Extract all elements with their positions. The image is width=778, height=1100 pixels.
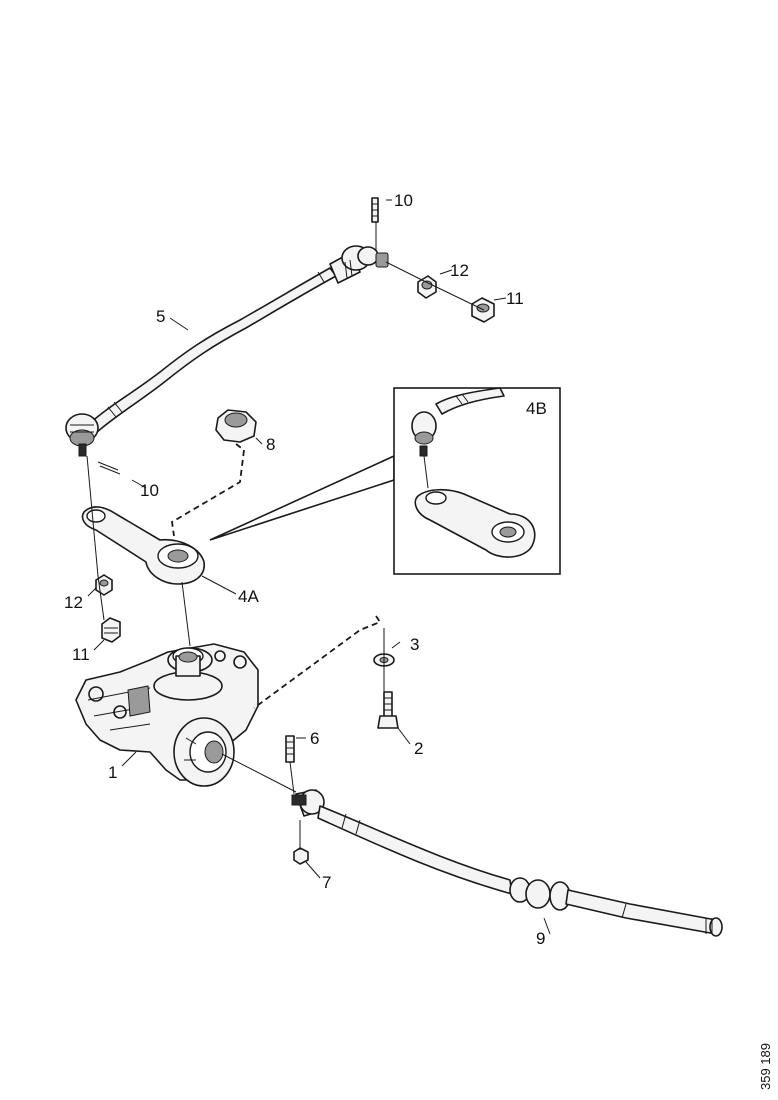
assembly-lines — [86, 222, 485, 850]
cotter-pin-10-mid — [97, 461, 121, 475]
nut-11-left — [101, 617, 121, 643]
nut-7 — [293, 847, 309, 865]
drag-link — [65, 245, 389, 457]
nut-8 — [215, 409, 257, 443]
callout-12-left: 12 — [64, 593, 83, 612]
steering-shaft — [291, 789, 723, 937]
inset-detail-4b — [209, 387, 561, 575]
pitman-arm — [81, 506, 205, 585]
washer-12-top — [417, 275, 437, 299]
callout-12-top: 12 — [450, 261, 469, 280]
callout-1: 1 — [108, 763, 117, 782]
callout-6: 6 — [310, 729, 319, 748]
callout-9: 9 — [536, 929, 545, 948]
steering-gear — [75, 643, 259, 787]
callout-10-mid: 10 — [140, 481, 159, 500]
bolt-2 — [377, 691, 399, 729]
bolt-6 — [285, 735, 295, 763]
callout-5: 5 — [156, 307, 165, 326]
callouts: 10 12 11 5 8 10 4A 12 11 3 2 6 1 7 9 4B — [64, 191, 547, 948]
figure-id: 359 189 — [758, 1043, 773, 1090]
callout-11-top: 11 — [506, 289, 524, 308]
callout-3: 3 — [410, 635, 419, 654]
bolt-10-top — [371, 197, 379, 223]
callout-2: 2 — [414, 739, 423, 758]
callout-4b: 4B — [526, 399, 547, 418]
leader-lines — [87, 199, 551, 935]
callout-11-left: 11 — [72, 645, 90, 664]
callout-8: 8 — [266, 435, 275, 454]
callout-7: 7 — [322, 873, 331, 892]
callout-4a: 4A — [238, 587, 259, 606]
callout-10-top: 10 — [394, 191, 413, 210]
